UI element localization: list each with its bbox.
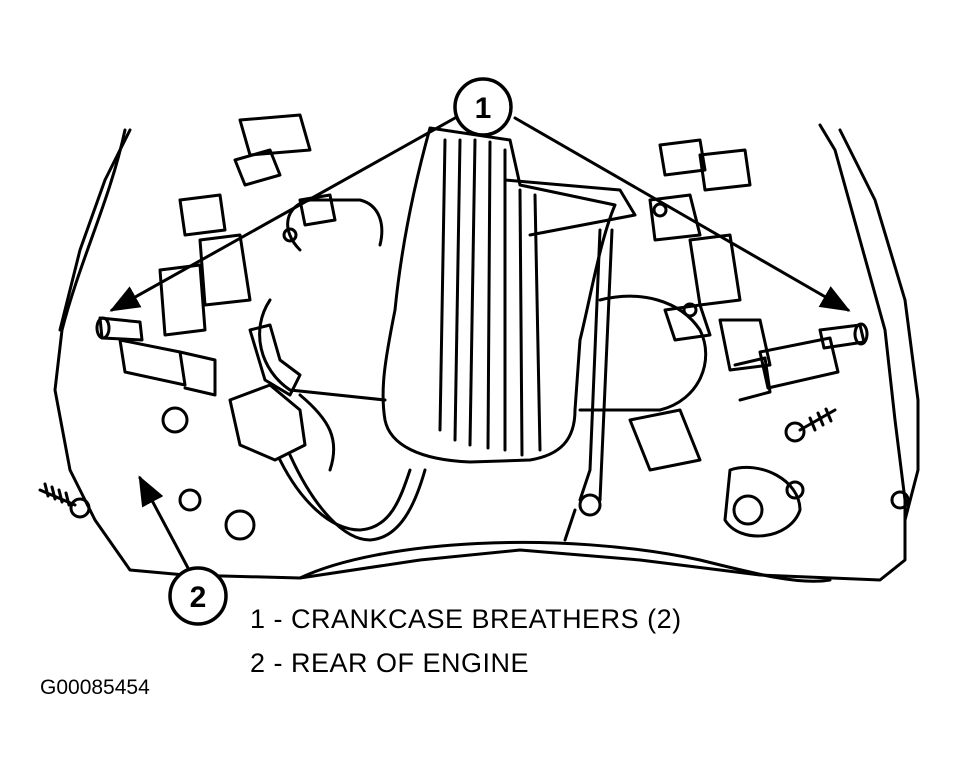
figure-id: G00085454 [40, 676, 150, 699]
callout-1-leaders [109, 116, 851, 312]
callout-1-number: 1 [475, 92, 492, 125]
intake-plenum [258, 126, 708, 542]
engine-block [53, 123, 920, 583]
right-crankcase-breather [733, 322, 869, 402]
right-bank-components [628, 138, 802, 538]
callout-2-number: 2 [190, 581, 207, 614]
callout-1: 1 [453, 77, 513, 137]
legend-item-1: 1 - CRANKCASE BREATHERS (2) [250, 604, 682, 634]
callout-2: 2 [168, 566, 228, 626]
bolts [38, 202, 910, 541]
callout-2-leader [138, 475, 190, 570]
wiring-harness [278, 393, 427, 542]
left-crankcase-breather [95, 316, 217, 397]
left-bank-components [158, 113, 337, 462]
legend-item-2: 2 - REAR OF ENGINE [250, 648, 530, 678]
